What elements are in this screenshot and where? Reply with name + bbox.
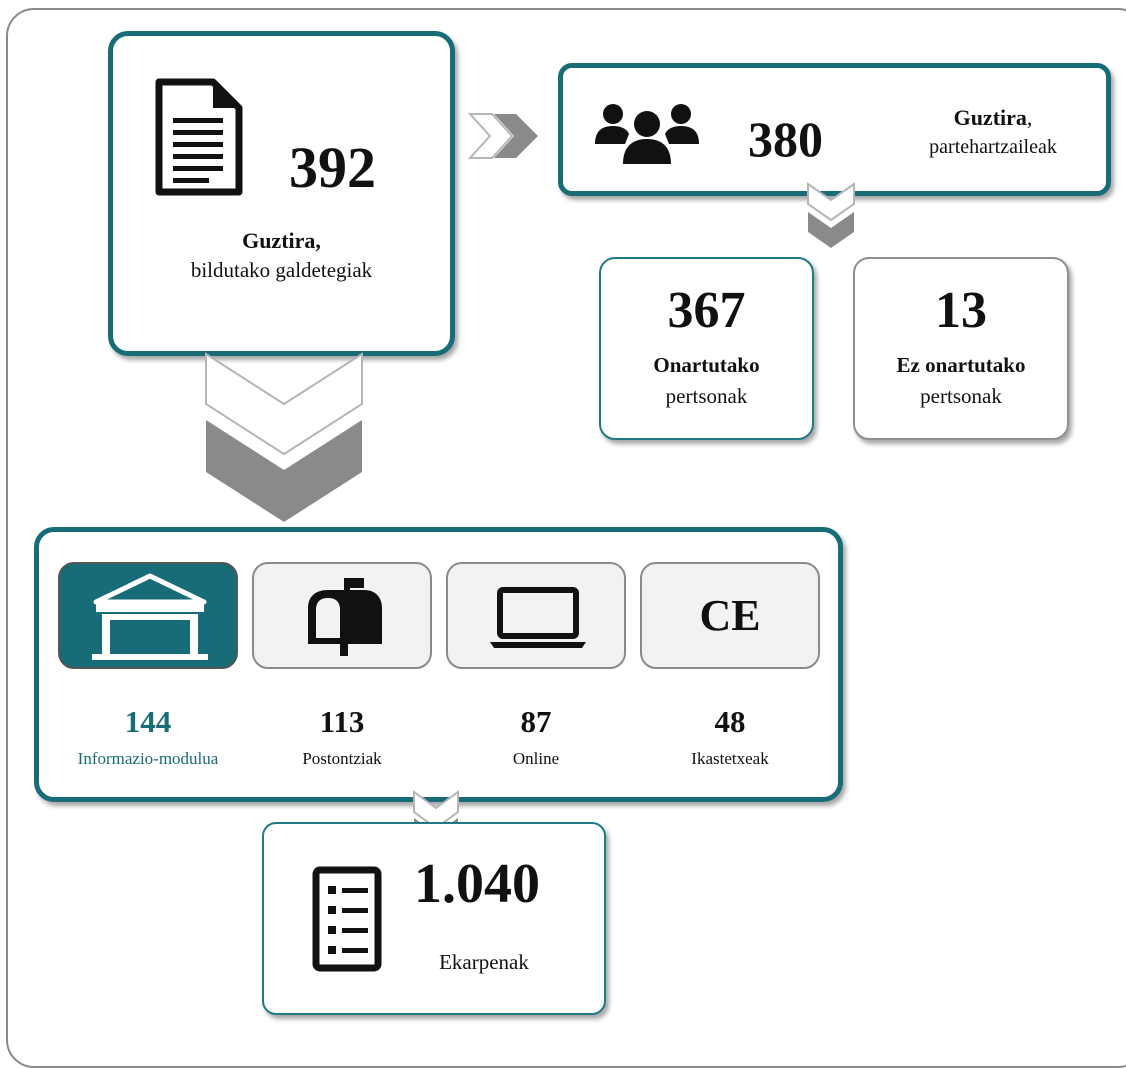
- channel-mailbox-label: Postontziak: [302, 749, 382, 768]
- total-questionnaires-subtitle: bildutako galdetegiak: [190, 258, 373, 282]
- double-chevron-right-icon: [468, 113, 538, 159]
- channel-info-module-number: 144: [124, 704, 172, 739]
- contributions-label: Ekarpenak: [439, 950, 529, 974]
- contributions-number: 1.040: [414, 853, 540, 915]
- participants-title: Guztira,: [883, 105, 1103, 131]
- participants-number: 380: [748, 111, 823, 167]
- channels-card: CE 144 Informazio-modulua 113 Postontzia…: [34, 527, 843, 802]
- channel-mailbox-number: 113: [319, 704, 365, 739]
- pavilion-icon: [92, 573, 208, 660]
- accepted-number: 367: [667, 282, 746, 339]
- total-questionnaires-title: Guztira,: [242, 228, 321, 253]
- total-questionnaires-card: 392 Guztira, bildutako galdetegiak: [108, 31, 455, 356]
- large-double-chevron-down-icon: [205, 352, 363, 522]
- participants-title-bold: Guztira: [953, 105, 1027, 130]
- rejected-subtitle: pertsonak: [920, 384, 1002, 408]
- accepted-title: Onartutako: [653, 353, 760, 377]
- double-chevron-down-icon: [807, 182, 855, 248]
- ce-icon: CE: [699, 591, 761, 640]
- contributions-card: 1.040 Ekarpenak: [262, 822, 606, 1015]
- rejected-card: 13 Ez onartutako pertsonak: [853, 257, 1069, 440]
- participants-card: 380 Guztira, partehartzaileak: [558, 63, 1111, 196]
- participants-subtitle: partehartzaileak: [929, 136, 1057, 158]
- people-icon: [595, 104, 699, 164]
- accepted-card: 367 Onartutako pertsonak: [599, 257, 814, 440]
- document-icon: [155, 78, 243, 196]
- mailbox-icon: [308, 578, 382, 656]
- channel-info-module-tile: [58, 562, 238, 669]
- accepted-subtitle: pertsonak: [665, 384, 748, 408]
- channel-online-tile: [446, 562, 626, 669]
- laptop-icon: [490, 587, 586, 648]
- channel-online-label: Online: [512, 749, 560, 768]
- channel-schools-number: 48: [714, 704, 746, 739]
- total-questionnaires-number: 392: [289, 135, 376, 200]
- channel-info-module-label: Informazio-modulua: [77, 749, 219, 768]
- channel-online-number: 87: [520, 704, 552, 739]
- channel-schools-label: Ikastetxeak: [691, 749, 769, 768]
- rejected-number: 13: [935, 282, 987, 339]
- channel-schools-tile: CE: [640, 562, 820, 669]
- list-icon: [312, 866, 382, 972]
- rejected-title: Ez onartutako: [896, 353, 1026, 377]
- participants-title-suffix: ,: [1026, 105, 1033, 130]
- channel-mailbox-tile: [252, 562, 432, 669]
